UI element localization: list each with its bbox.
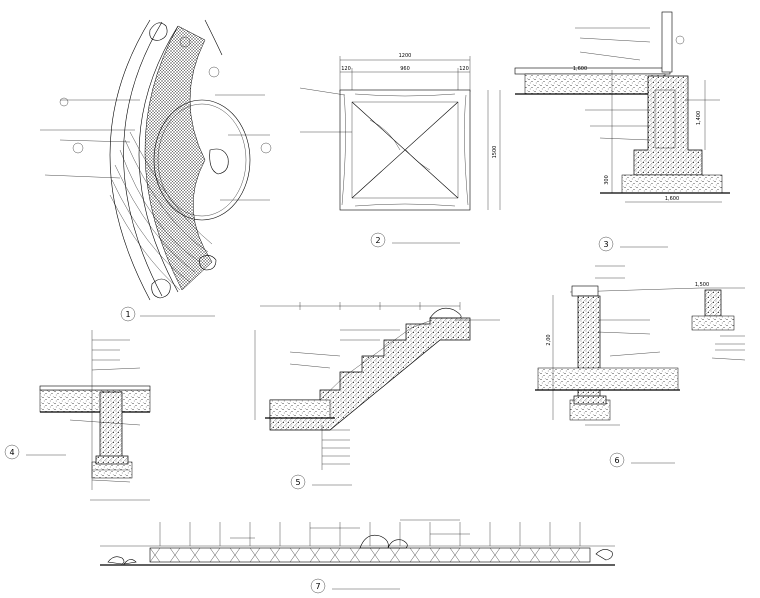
v3-top-dimension: 1,600 — [573, 66, 587, 72]
view-number-4: 4 — [9, 448, 14, 457]
view-7-elevation: 7 — [100, 519, 615, 594]
view-3-section: 1,600 300 1,400 1,600 3 — [514, 11, 730, 252]
view-number-3: 3 — [603, 240, 608, 249]
rock — [209, 148, 229, 175]
v6-side-dimension: 2,00 — [546, 334, 552, 345]
view-1-plan: 1 — [40, 19, 272, 322]
view-4-section: 4 — [4, 330, 151, 501]
view-number-2: 2 — [375, 236, 380, 245]
rock — [149, 22, 168, 41]
rock — [199, 255, 217, 271]
v2-height: 1500 — [492, 146, 498, 159]
v2-right-segment: 120 — [459, 66, 469, 72]
rock — [151, 278, 171, 299]
view-6-section: 1,500 2,00 6 — [535, 265, 746, 468]
v2-middle-segment: 960 — [400, 66, 410, 72]
v3-base-dimension: 1,600 — [665, 196, 679, 202]
view-number-7: 7 — [315, 582, 320, 591]
view-2-panel-elevation: 1200 120 960 120 1500 2 — [299, 53, 501, 248]
railing-x-pattern — [149, 547, 581, 563]
v6-top-dimension: 1,500 — [695, 282, 709, 288]
v2-left-segment: 120 — [341, 66, 351, 72]
v3-base-height: 300 — [604, 175, 610, 185]
v3-mid-dimension: 1,400 — [696, 111, 702, 125]
view-number-1: 1 — [125, 310, 130, 319]
view-number-5: 5 — [295, 478, 300, 487]
view-number-6: 6 — [614, 456, 619, 465]
v2-overall-width: 1200 — [399, 53, 412, 59]
view-5-stair-section: 5 — [254, 302, 500, 490]
